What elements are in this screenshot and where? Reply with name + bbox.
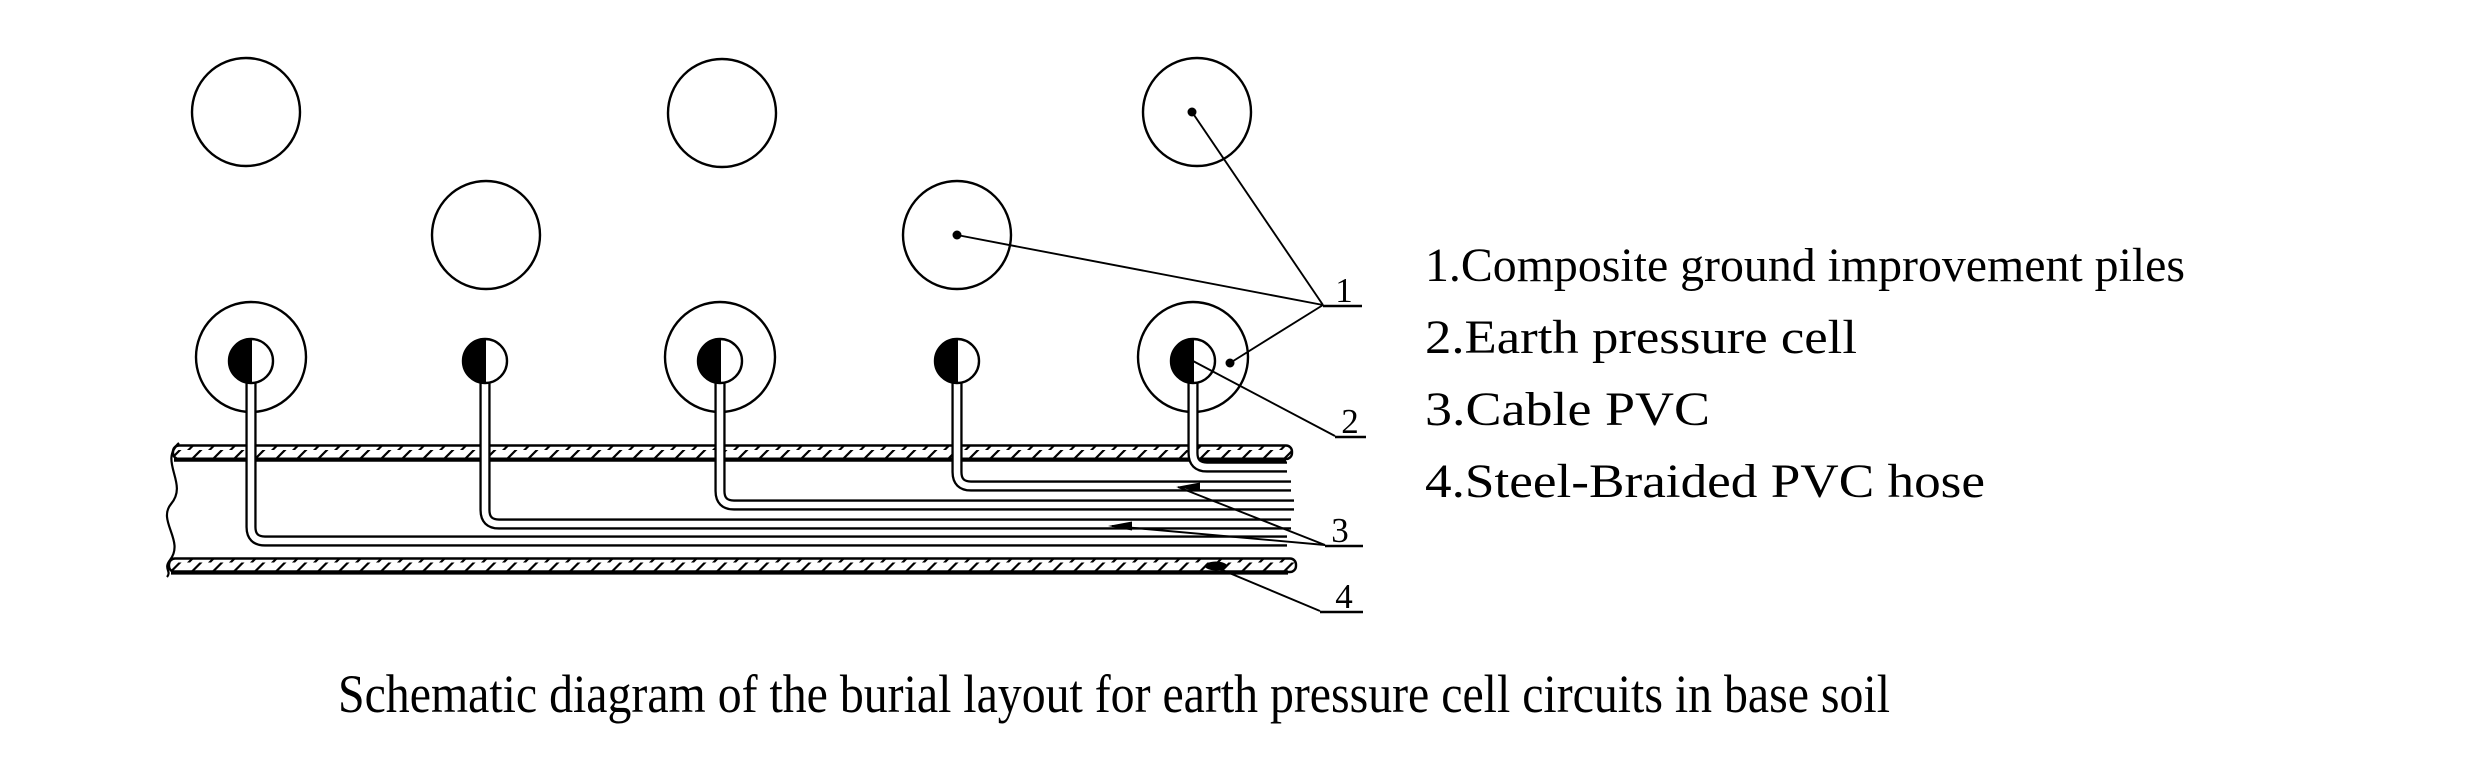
legend-item-4: 4.Steel-Braided PVC hose [1425,455,1985,508]
pile-circle-mid-2 [901,179,1013,291]
leader-1-mid-circle [956,234,1324,306]
pile-center-dot [1187,107,1197,117]
pile-center-dot [1225,358,1235,368]
leader-1-row-circle [1229,304,1324,364]
hose-left-break-line [165,442,180,578]
pile-circle-top-2 [666,57,778,169]
pile-center-dot [952,230,962,240]
legend-item-3: 3.Cable PVC [1425,383,1710,436]
leader-lines [956,111,1336,612]
pvc-hose [165,442,1298,578]
cable-tube-core [716,374,1294,509]
leader-dots [952,107,1235,571]
cable-tube-core [481,374,1291,528]
cable-tube-core [953,374,1291,490]
callout-4-label: 4 [1335,577,1353,616]
callouts: 1 2 3 4 [1320,271,1366,616]
leader-3-upper-branch [1177,486,1326,546]
legend: 1.Composite ground improvement piles 2.E… [1425,239,2185,508]
hose-leader-mark [1205,561,1227,571]
figure-caption: Schematic diagram of the burial layout f… [338,664,1890,724]
cable-arrowhead [1108,521,1132,531]
pile-circle-mid-1 [430,179,542,291]
legend-item-1: 1.Composite ground improvement piles [1425,239,2185,292]
callout-3-label: 3 [1331,511,1349,550]
callout-2-label: 2 [1341,402,1359,441]
earth-pressure-cell [696,337,744,385]
cable-tubes [245,374,1294,547]
leader-1-top-circle [1191,111,1324,306]
cable-arrowhead [1176,482,1200,492]
cable-tube-core [247,374,1287,545]
pile-circle-top-1 [190,56,302,168]
pile-circle-top-3 [1141,56,1253,168]
legend-item-2: 2.Earth pressure cell [1425,311,1857,364]
hose-bottom-wall-hatch [167,557,1298,574]
cable-tube-core [1189,374,1287,471]
earth-pressure-cell [227,337,275,385]
hose-top-wall-hatch [171,444,1294,461]
earth-pressure-cells [227,337,1217,385]
earth-pressure-cell [933,337,981,385]
leader-3-lower-branch [1111,525,1326,546]
earth-pressure-cell [461,337,509,385]
leader-4-hose [1214,566,1321,612]
leader-2-cell [1192,360,1336,437]
callout-1-label: 1 [1335,271,1353,310]
